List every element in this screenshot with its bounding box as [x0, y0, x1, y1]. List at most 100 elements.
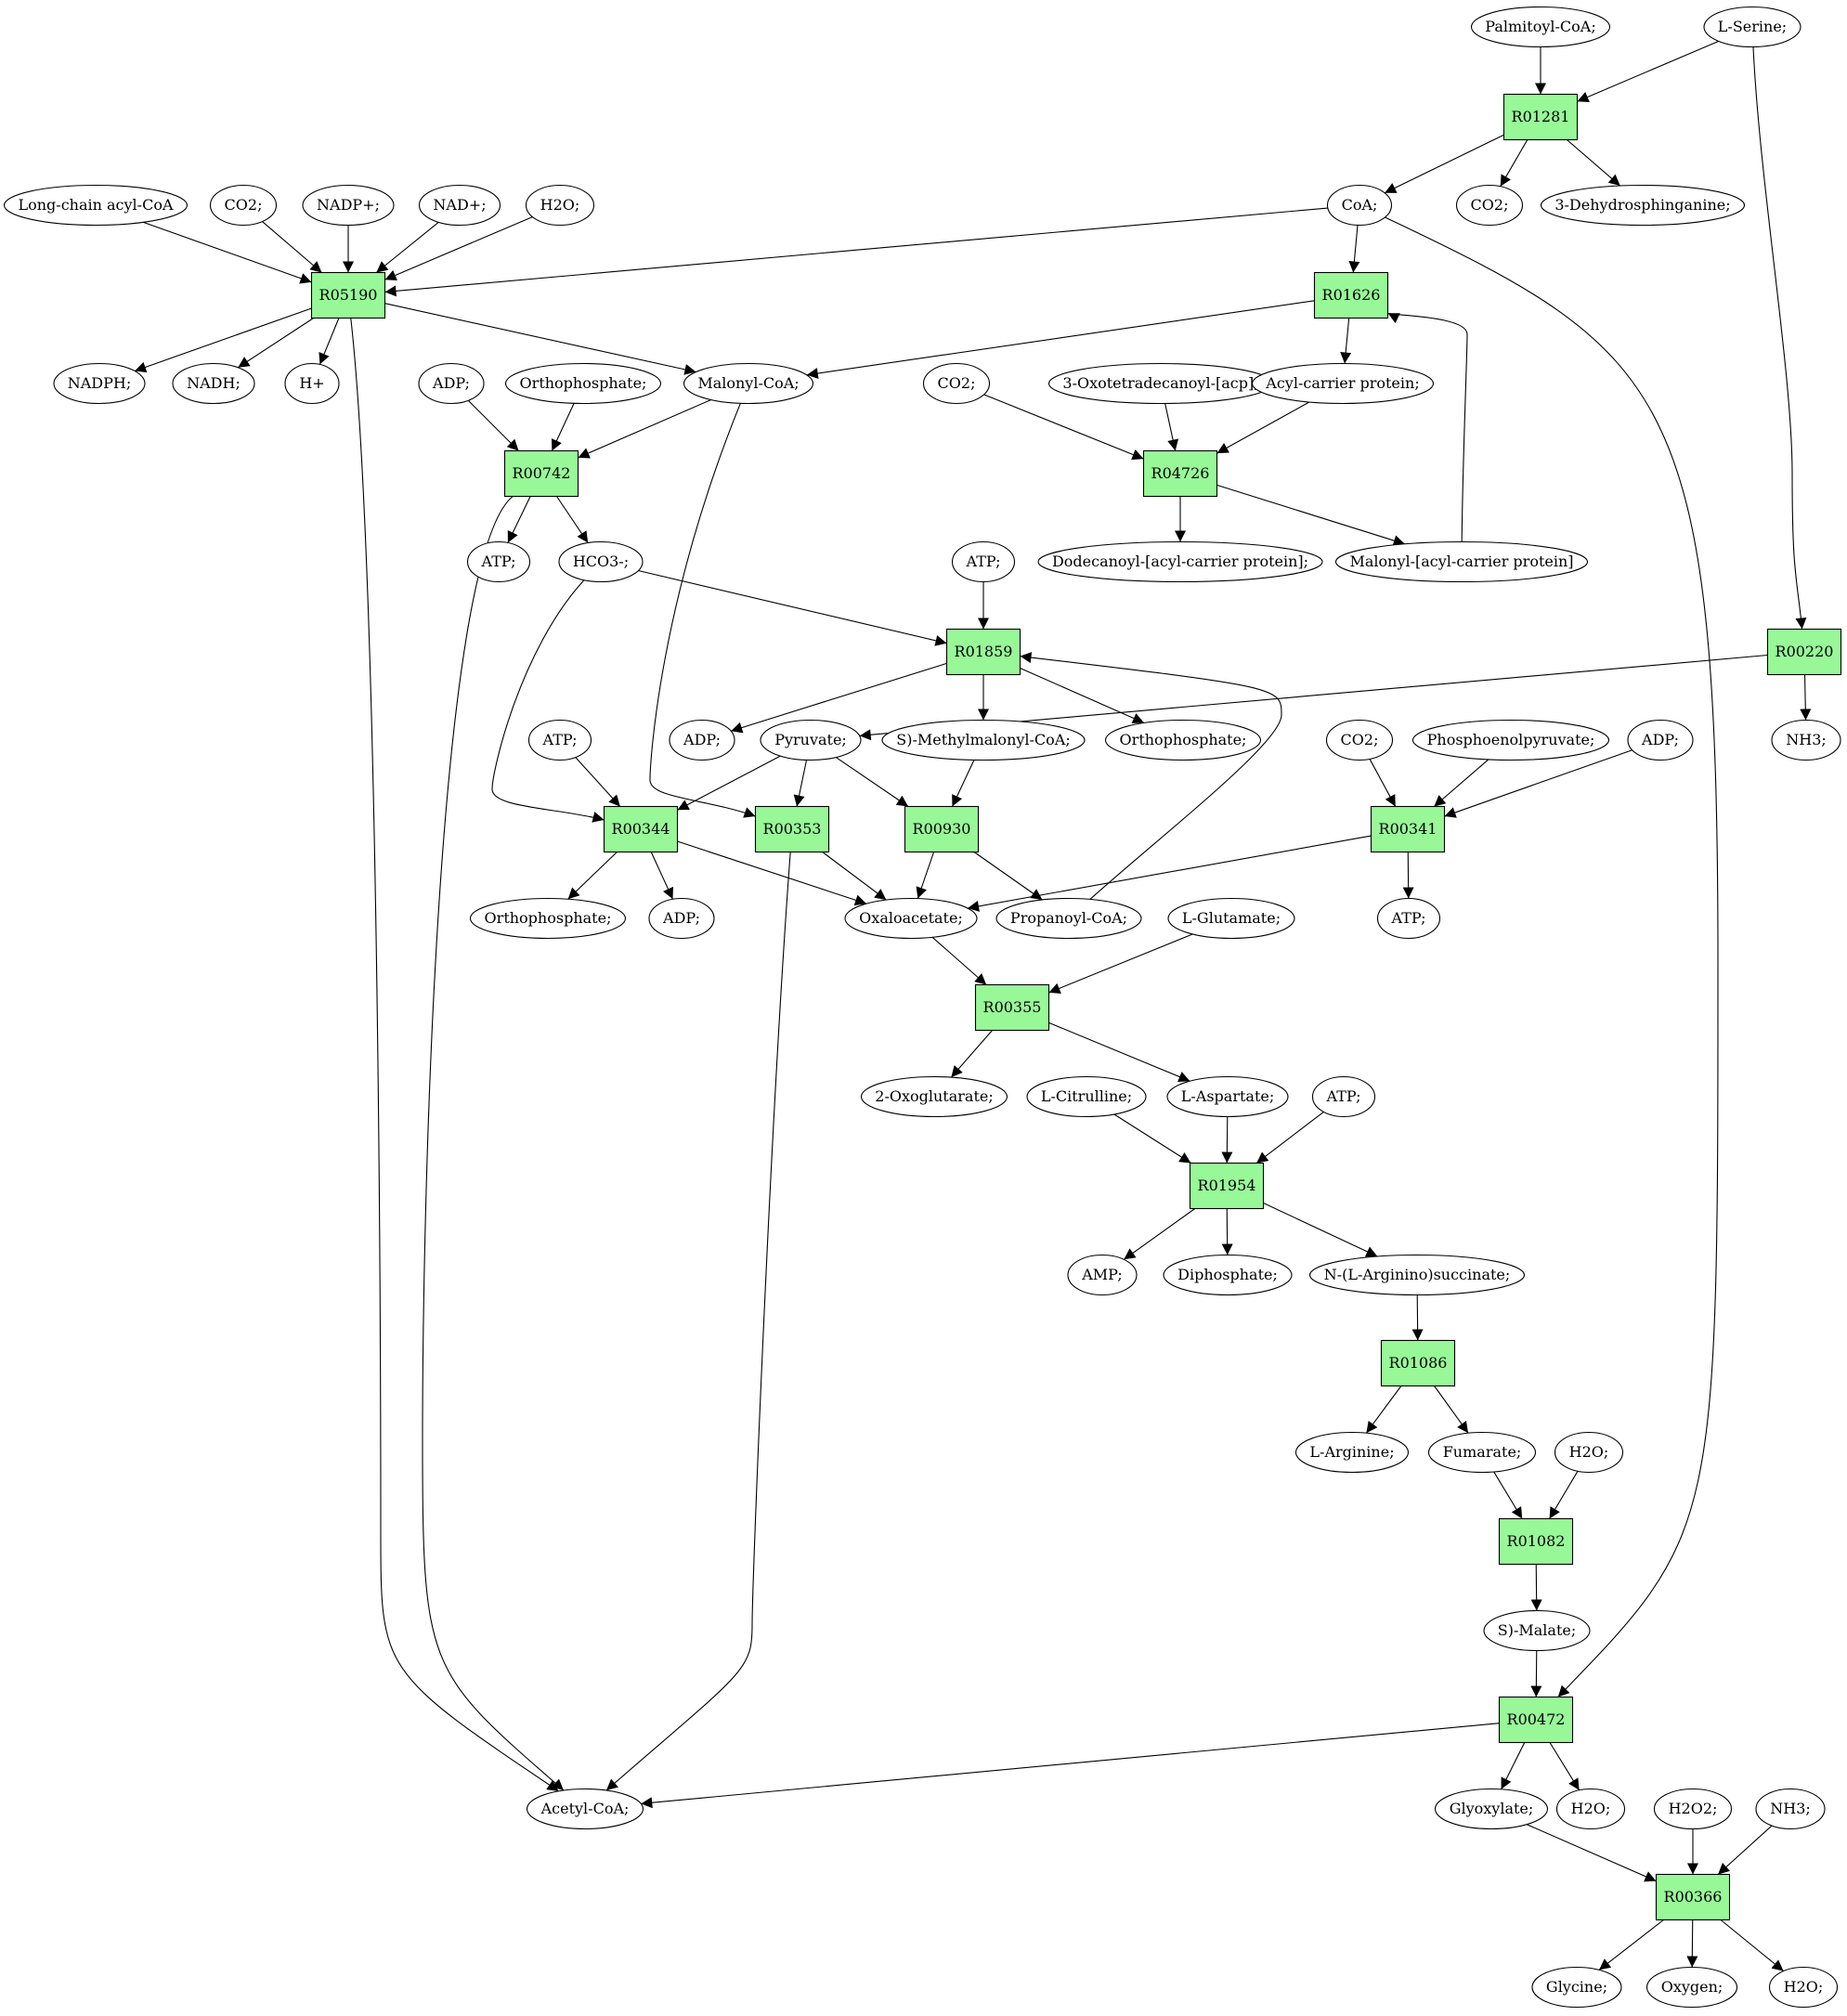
metabolite-ellipse: [860, 1075, 1008, 1118]
metabolite-ellipse: [995, 897, 1142, 940]
metabolite-ellipse: [1470, 6, 1611, 48]
edge-r00353-to-oxaloacetate: [822, 852, 887, 901]
metabolite-ellipse: [1311, 1075, 1376, 1118]
node-label: H2O;: [1784, 1978, 1824, 1996]
edge-r00366-to-oxygen: [1686, 1919, 1698, 1968]
metabolite-node-atp-c: ATP;: [527, 719, 592, 761]
node-label: Palmitoyl-CoA;: [1485, 18, 1595, 35]
edge-r00472-to-acetyl-coa: [641, 1723, 1500, 1809]
metabolite-ellipse: [844, 897, 978, 940]
node-label: ADP;: [1641, 731, 1679, 748]
metabolite-ellipse: [526, 1788, 644, 1830]
metabolite-node-adp-c: ADP;: [1627, 719, 1694, 761]
node-label: ADP;: [683, 731, 721, 748]
edge-acyl-carrier-to-r04726: [1216, 401, 1310, 454]
reaction-node-r01086: R01086: [1380, 1339, 1456, 1387]
node-label: R05190: [319, 286, 378, 304]
metabolite-node-coa: CoA;: [1326, 184, 1393, 227]
reaction-node-r00366: R00366: [1655, 1873, 1731, 1921]
metabolite-node-palmitoyl-coa: Palmitoyl-CoA;: [1470, 6, 1611, 48]
metabolite-node-malate: S)-Malate;: [1483, 1609, 1591, 1652]
metabolite-ellipse: [1326, 184, 1393, 227]
metabolite-ellipse: [1540, 184, 1746, 227]
reaction-box: [1189, 1162, 1265, 1210]
metabolite-ellipse: [1325, 719, 1394, 761]
metabolite-ellipse: [1166, 1075, 1289, 1118]
node-label: Pyruvate;: [774, 731, 847, 748]
edge-hco3-to-r00344: [491, 579, 605, 823]
metabolite-ellipse: [1755, 1788, 1826, 1830]
metabolite-ellipse: [1167, 897, 1295, 940]
metabolite-node-orthophosphate-c: Orthophosphate;: [469, 897, 627, 940]
node-label: CoA;: [1342, 196, 1378, 214]
metabolite-node-nh3-a: NH3;: [1771, 719, 1841, 761]
metabolite-node-h2o-c: H2O;: [1555, 1788, 1626, 1830]
metabolite-ellipse: [922, 362, 991, 405]
metabolite-node-nadp: NADP+;: [302, 184, 395, 227]
node-label: R00355: [983, 998, 1042, 1016]
reaction-box: [945, 628, 1021, 676]
edge-r00930-to-oxaloacetate: [916, 852, 935, 899]
reaction-box: [1498, 1696, 1574, 1744]
edge-r05190-to-malonyl-coa: [384, 303, 696, 375]
metabolite-ellipse: [1026, 1075, 1147, 1118]
metabolite-node-argininosuccinate: N-(L-Arginino)succinate;: [1308, 1254, 1526, 1296]
metabolite-node-aspartate: L-Aspartate;: [1166, 1075, 1289, 1118]
reaction-node-r01954: R01954: [1189, 1162, 1265, 1210]
edge-citrulline-to-r01954: [1113, 1113, 1191, 1164]
metabolite-ellipse: [466, 540, 531, 583]
metabolite-ellipse: [951, 540, 1016, 583]
edge-r05190-to-hplus: [319, 318, 340, 365]
metabolite-ellipse: [1483, 1609, 1591, 1652]
node-label: NH3;: [1786, 731, 1827, 748]
node-label: 3-Oxotetradecanoyl-[acp];: [1062, 374, 1258, 392]
node-label: R00341: [1379, 820, 1437, 838]
metabolite-node-oxotetradecanoyl: 3-Oxotetradecanoyl-[acp];: [1047, 362, 1274, 405]
node-label: Long-chain acyl-CoA: [18, 196, 173, 214]
node-label: 3-Dehydrosphinganine;: [1554, 196, 1730, 214]
metabolite-node-hco3: HCO3-;: [558, 540, 644, 583]
edge-pep-to-r00341: [1433, 759, 1489, 807]
metabolite-ellipse: [1555, 1788, 1626, 1830]
metabolite-node-pep: Phosphoenolpyruvate;: [1411, 719, 1610, 761]
metabolite-node-arginine: L-Arginine;: [1294, 1431, 1410, 1474]
metabolite-node-atp-b: ATP;: [951, 540, 1016, 583]
source-ellipse: [1703, 6, 1801, 48]
edge-r01281-to-dehydrosphinganine: [1567, 139, 1621, 187]
edge-r00742-to-atp-a: [507, 496, 531, 543]
node-label: R00742: [513, 464, 571, 482]
metabolite-ellipse: [1427, 1431, 1537, 1474]
edge-r04726-to-malonyl-acp: [1216, 484, 1405, 546]
reaction-node-r04726: R04726: [1142, 449, 1218, 498]
reaction-node-r00220: R00220: [1766, 628, 1842, 676]
edge-r00472-to-h2o-c: [1549, 1742, 1580, 1791]
reaction-box: [904, 805, 980, 853]
node-label: H2O2;: [1669, 1800, 1718, 1817]
node-label: CO2;: [1471, 196, 1509, 214]
metabolite-node-methylmalonyl: S)-Methylmalonyl-CoA;: [881, 719, 1086, 761]
node-label: R00366: [1664, 1888, 1723, 1905]
edge-atp-e-to-r01954: [1255, 1112, 1324, 1164]
edge-r01626-to-malonyl-coa: [806, 300, 1315, 380]
node-label: Phosphoenolpyruvate;: [1427, 731, 1595, 748]
metabolite-node-nadh: NADH;: [172, 362, 255, 405]
node-label: H+: [299, 374, 324, 392]
metabolite-node-malonyl-acp: Malonyl-[acyl-carrier protein]: [1334, 540, 1589, 583]
edge-r00341-to-atp-d: [1402, 852, 1414, 899]
edge-h2o-b-to-r01082: [1549, 1471, 1579, 1519]
metabolite-node-orthophosphate-b: Orthophosphate;: [1104, 719, 1262, 761]
edge-r01086-to-fumarate: [1434, 1385, 1469, 1434]
metabolite-node-atp-d: ATP;: [1376, 897, 1441, 940]
node-label: Malonyl-[acyl-carrier protein]: [1349, 553, 1573, 570]
metabolite-ellipse: [53, 362, 146, 405]
metabolite-node-glyoxylate: Glyoxylate;: [1434, 1788, 1549, 1830]
metabolite-node-co2-a: CO2;: [209, 184, 278, 227]
edge-h2o-a-to-r05190: [384, 216, 533, 281]
edge-malonyl-coa-to-r00742: [578, 399, 711, 459]
node-label: HCO3-;: [573, 553, 629, 570]
metabolite-node-adp-b: ADP;: [669, 719, 735, 761]
edge-r00366-to-h2o-d: [1720, 1919, 1784, 1971]
node-label: H2O;: [1569, 1443, 1609, 1461]
node-label: Orthophosphate;: [1120, 731, 1247, 748]
